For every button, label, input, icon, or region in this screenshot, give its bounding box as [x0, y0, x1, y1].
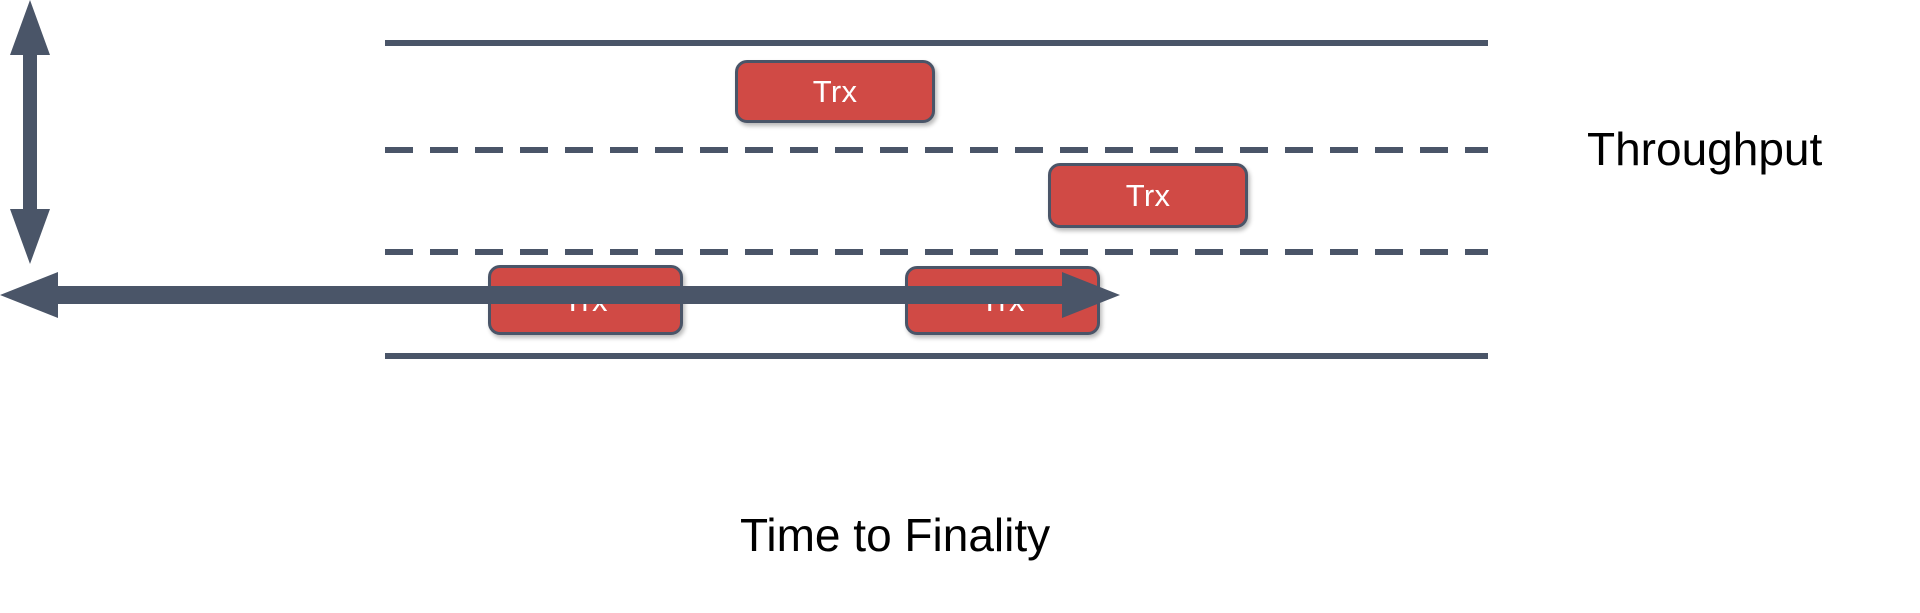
double-headed-horizontal-arrow-icon [0, 272, 1120, 318]
transaction-label: Trx [812, 74, 858, 109]
time-to-finality-axis-label: Time to Finality [740, 509, 1051, 561]
throughput-axis-label: Throughput [1587, 123, 1823, 175]
lane-divider-2 [385, 249, 1488, 255]
lane-bottom-boundary [385, 353, 1488, 359]
lane-divider-1 [385, 147, 1488, 153]
time-axis-arrow [0, 264, 1120, 326]
transaction-label: Trx [1125, 178, 1171, 213]
transaction-box: Trx [735, 60, 935, 123]
throughput-axis-arrow [0, 0, 60, 264]
lane-top-boundary [385, 40, 1488, 46]
double-headed-vertical-arrow-icon [10, 0, 50, 264]
transaction-box: Trx [1048, 163, 1248, 228]
